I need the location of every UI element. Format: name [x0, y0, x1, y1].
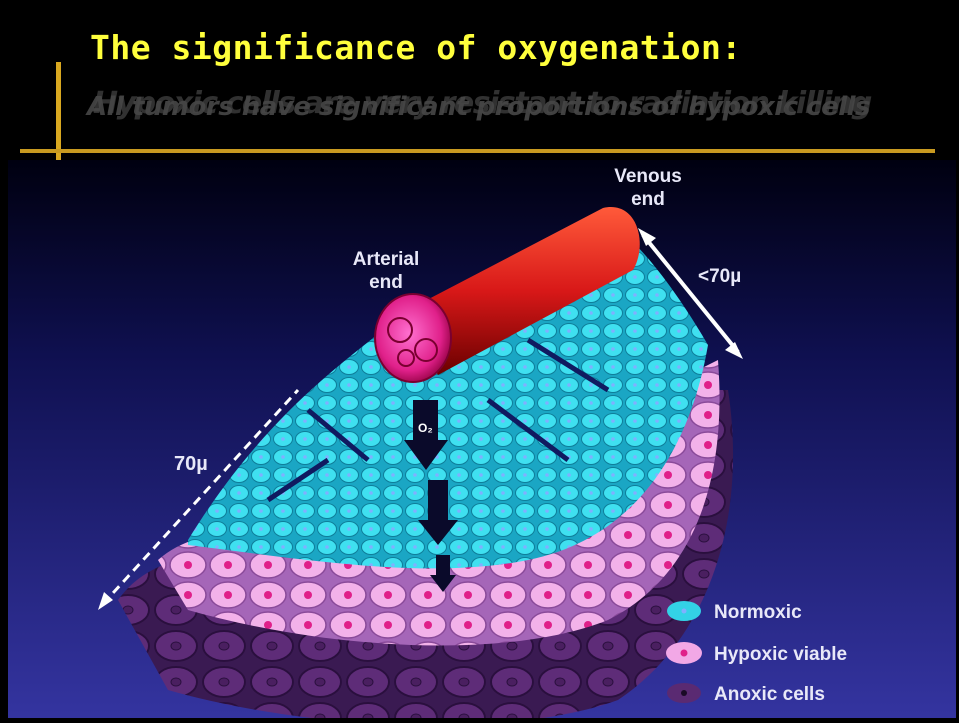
- title-accent-horizontal-line: [20, 149, 935, 153]
- slide-subtitle-2: All tumors have significant proportions …: [87, 92, 870, 122]
- legend-label-anoxic: Anoxic cells: [714, 684, 825, 705]
- venous-end-label-line1: Venous: [614, 166, 682, 187]
- distance-small-label: <70µ: [698, 266, 741, 287]
- legend-label-normoxic: Normoxic: [714, 602, 802, 623]
- oxygen-label: O₂: [418, 421, 433, 435]
- arterial-end-label-line1: Arterial: [353, 249, 420, 270]
- venous-end-label-line2: end: [631, 189, 665, 210]
- legend-label-hypoxic: Hypoxic viable: [714, 644, 847, 665]
- distance-large-label: 70µ: [174, 453, 208, 475]
- vessel-arterial-end: [375, 294, 451, 382]
- tumor-oxygenation-diagram: O₂ Venous end Arterial end <70µ 70µ Norm…: [8, 160, 956, 718]
- slide-title: The significance of oxygenation:: [90, 28, 742, 67]
- legend-swatch-nucleus: [681, 650, 688, 657]
- arterial-end-label-line2: end: [369, 272, 403, 293]
- legend-swatch-nucleus: [681, 690, 687, 696]
- legend-swatch-nucleus: [682, 609, 687, 614]
